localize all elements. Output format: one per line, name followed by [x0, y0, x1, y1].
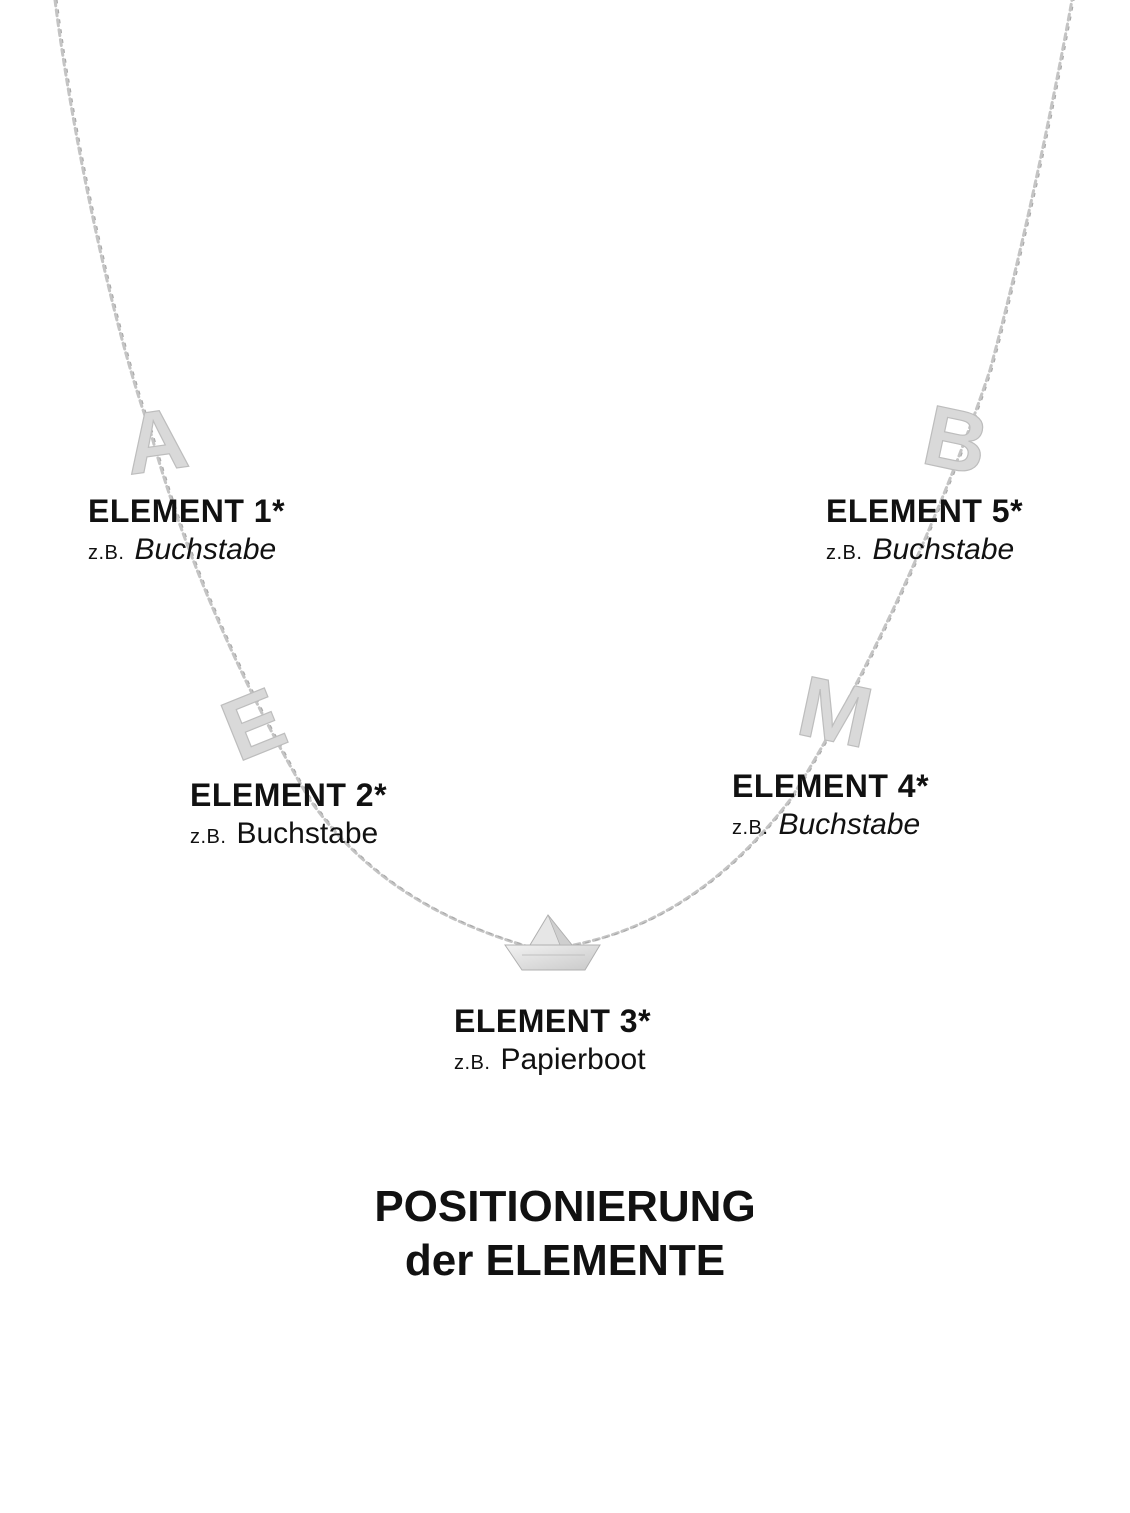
element-5-label: ELEMENT 5* z.B. Buchstabe [826, 491, 1023, 572]
charm-letter-e: E [209, 670, 298, 781]
element-5-example: z.B. Buchstabe [826, 531, 1023, 572]
element-3-eg: z.B. [454, 1052, 491, 1074]
element-2-title: ELEMENT 2* [190, 777, 388, 813]
element-5-eg: z.B. [826, 542, 863, 564]
element-5-text: Buchstabe [872, 533, 1015, 566]
element-2-example: z.B. Buchstabe [190, 815, 387, 856]
charm-letter-b: B [916, 387, 997, 494]
element-3-text: Papierboot [500, 1043, 646, 1076]
page-heading: POSITIONIERUNG der ELEMENTE [0, 1180, 1130, 1288]
heading-line-1: POSITIONIERUNG [374, 1182, 756, 1231]
element-2-eg: z.B. [190, 826, 227, 848]
charm-letter-a: A [119, 390, 194, 494]
element-3-label: ELEMENT 3* z.B. Papierboot [454, 1001, 651, 1082]
charm-letter-m: M [790, 658, 880, 767]
element-3-example: z.B. Papierboot [454, 1041, 651, 1082]
element-2-label: ELEMENT 2* z.B. Buchstabe [190, 775, 387, 856]
element-4-title: ELEMENT 4* [732, 768, 930, 804]
element-1-eg: z.B. [88, 542, 125, 564]
element-1-example: z.B. Buchstabe [88, 531, 285, 572]
element-4-eg: z.B. [732, 817, 769, 839]
element-1-text: Buchstabe [134, 533, 277, 566]
element-2-text: Buchstabe [236, 817, 379, 850]
element-4-text: Buchstabe [778, 808, 921, 841]
element-4-label: ELEMENT 4* z.B. Buchstabe [732, 766, 929, 847]
heading-line-2: der ELEMENTE [404, 1236, 726, 1285]
element-4-example: z.B. Buchstabe [732, 806, 929, 847]
element-1-title: ELEMENT 1* [88, 493, 286, 529]
element-5-title: ELEMENT 5* [826, 493, 1024, 529]
element-3-title: ELEMENT 3* [454, 1003, 652, 1039]
paper-boat-charm [504, 914, 601, 971]
element-1-label: ELEMENT 1* z.B. Buchstabe [88, 491, 285, 572]
